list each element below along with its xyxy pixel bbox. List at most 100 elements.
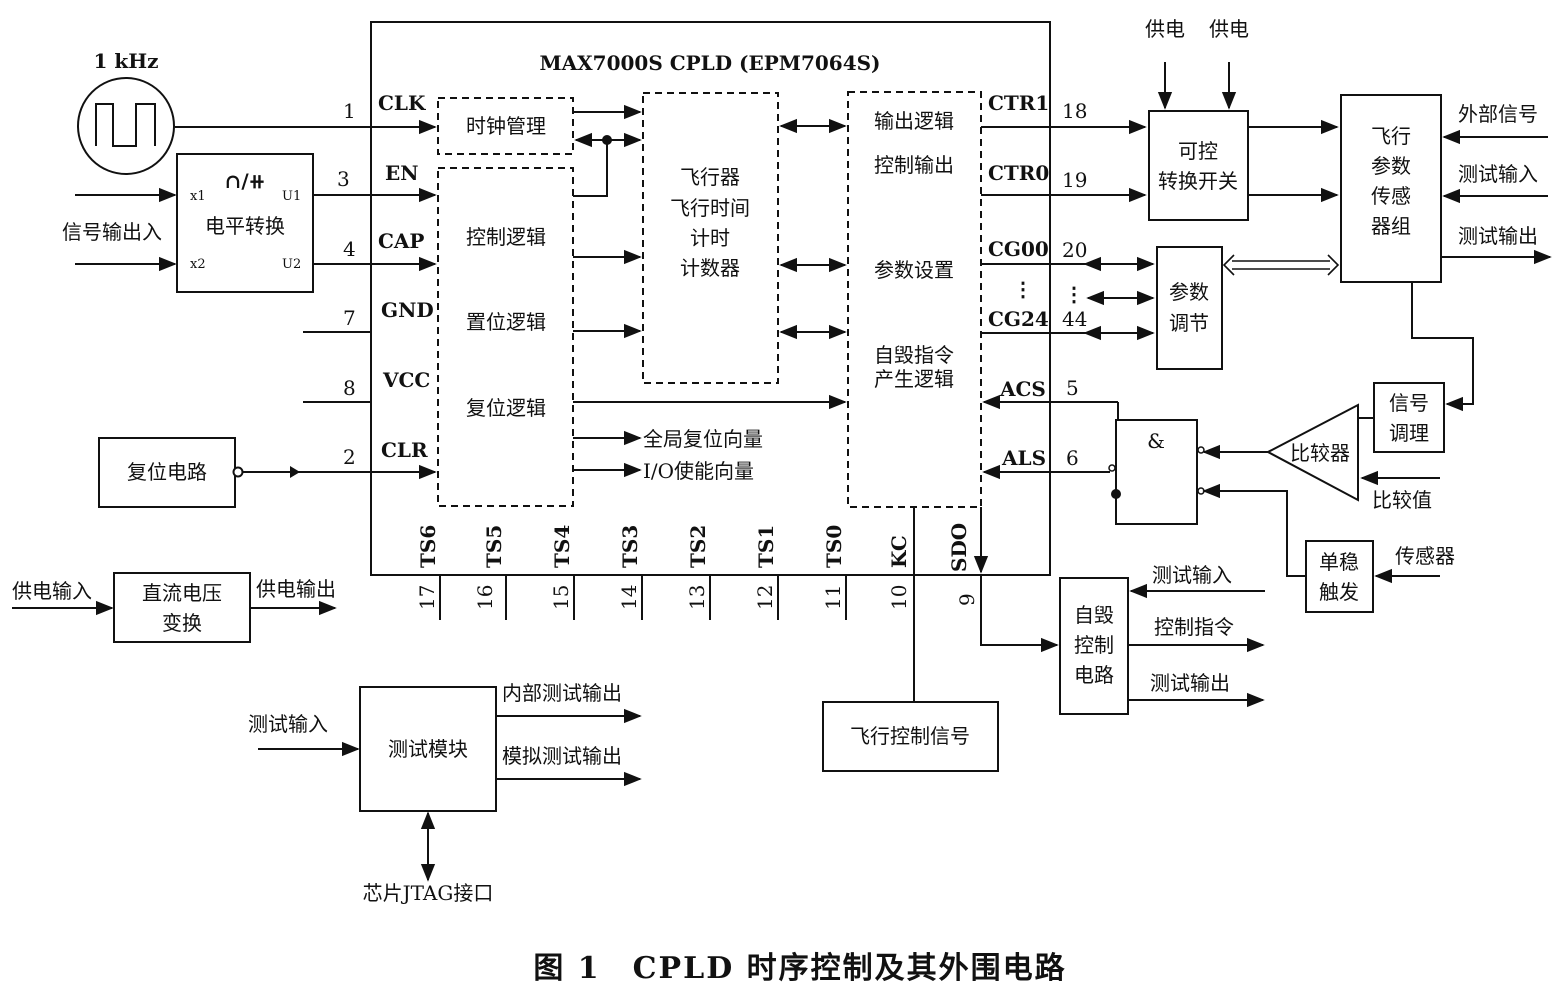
power-in-label: 供电输入 xyxy=(12,579,92,603)
compare-value-label: 比较值 xyxy=(1372,488,1432,512)
pin-num-7: 7 xyxy=(343,306,356,330)
pin-name-ts3: TS3 xyxy=(618,525,642,568)
power2-label: 供电 xyxy=(1209,17,1249,41)
pin-name-acs: ACS xyxy=(999,377,1046,401)
signal-cond-line-2: 调理 xyxy=(1389,421,1429,445)
pin-mid-dots: ⋮ xyxy=(1064,282,1084,306)
monostable-box xyxy=(1305,540,1374,613)
junction-to-ctrl xyxy=(573,140,608,197)
comparator-label: 比较器 xyxy=(1290,441,1350,465)
level-conv-symbol: ∩/⧺ xyxy=(225,169,266,193)
pin-num-13: 13 xyxy=(685,585,709,610)
pin-num-6: 6 xyxy=(1066,446,1079,470)
sdo-to-destruct xyxy=(980,575,1059,653)
pin-name-cap: CAP xyxy=(378,229,424,253)
cpld-chip-outline xyxy=(370,21,1051,576)
signal-cond-line-1: 信号 xyxy=(1389,391,1429,415)
and-gate-symbol: & xyxy=(1147,429,1165,453)
out-logic-label: 输出逻辑 xyxy=(874,109,954,133)
dc-conv-line-2: 变换 xyxy=(162,611,202,635)
pin-name-ts1: TS1 xyxy=(754,525,778,568)
pin-name-ts2: TS2 xyxy=(686,525,710,568)
osc-label: 1 kHz xyxy=(94,49,159,73)
monostable-line-1: 单稳 xyxy=(1319,550,1359,574)
level-conv-box xyxy=(176,153,314,293)
clock-mgmt-block xyxy=(437,97,574,155)
pin-name-ctr0: CTR0 xyxy=(988,161,1049,185)
pin-name-ts5: TS5 xyxy=(482,525,506,568)
destruct-ctrl-line-1: 自毁 xyxy=(1074,603,1114,627)
pin-num-10: 10 xyxy=(887,585,911,610)
global-reset-label: 全局复位向量 xyxy=(643,427,763,451)
pin-name-cg24: CG24 xyxy=(988,307,1049,331)
destruct-logic-line-2: 产生逻辑 xyxy=(874,367,954,391)
flight-counter-block xyxy=(642,92,779,384)
pin-num-2: 2 xyxy=(343,445,356,469)
bottom-pins xyxy=(439,507,1059,702)
param-adjust-line-1: 参数 xyxy=(1169,280,1209,304)
param-set-label: 参数设置 xyxy=(874,258,954,282)
flight-ctrl-label: 飞行控制信号 xyxy=(850,724,970,748)
pin-name-kc: KC xyxy=(887,535,911,568)
destruct-test-out-label: 测试输出 xyxy=(1150,671,1230,695)
pin-num-15: 15 xyxy=(549,585,573,610)
pin-num-18: 18 xyxy=(1062,99,1087,123)
pin-num-4: 4 xyxy=(343,237,356,261)
pin-name-ts4: TS4 xyxy=(550,525,574,568)
io-enable-label: I/O使能向量 xyxy=(643,459,754,483)
pin-name-sdo: SDO xyxy=(947,523,971,572)
pin-name-ctr1: CTR1 xyxy=(988,91,1049,115)
mono-to-and-line xyxy=(1202,483,1306,577)
switch-line-2: 转换开关 xyxy=(1158,169,1238,193)
destruct-ctrl-line-2: 控制 xyxy=(1074,633,1114,657)
pin-name-clr: CLR xyxy=(381,438,428,462)
reset-inverter-bubble xyxy=(232,466,244,478)
pin-num-5: 5 xyxy=(1066,376,1079,400)
level-conv-label: 电平转换 xyxy=(205,214,285,238)
sensor-group-box xyxy=(1340,94,1442,283)
x2-label: x2 xyxy=(190,257,206,272)
pin-num-3: 3 xyxy=(337,167,350,191)
and-gate-box xyxy=(1115,419,1198,525)
pin-name-ts6: TS6 xyxy=(416,525,440,568)
pin-num-17: 17 xyxy=(415,585,439,610)
pin-num-12: 12 xyxy=(753,585,777,610)
destruct-logic-line-1: 自毁指令 xyxy=(874,343,954,367)
pin-num-14: 14 xyxy=(617,585,641,610)
sensor-line-3: 传感 xyxy=(1371,184,1411,208)
power-out-label: 供电输出 xyxy=(256,577,336,601)
sensor-line-1: 飞行 xyxy=(1371,124,1411,148)
pin-name-ts0: TS0 xyxy=(822,525,846,568)
counter-line-1: 飞行器 xyxy=(680,165,740,189)
analog-test-out-label: 模拟测试输出 xyxy=(502,744,622,768)
signal-io-label: 信号输出入 xyxy=(62,220,162,244)
bus-head-right xyxy=(1327,254,1340,276)
pin-name-clk: CLK xyxy=(378,91,426,115)
jtag-label: 芯片JTAG接口 xyxy=(363,881,494,905)
clock-mgmt-label: 时钟管理 xyxy=(466,114,546,138)
power1-label: 供电 xyxy=(1145,17,1185,41)
chip-title: MAX7000S CPLD (EPM7064S) xyxy=(539,51,880,75)
monostable-line-2: 触发 xyxy=(1319,580,1359,604)
pin-num-9: 9 xyxy=(955,593,979,606)
test-module-label: 测试模块 xyxy=(388,737,468,761)
u1-label: U1 xyxy=(282,189,301,204)
comparator-triangle xyxy=(1265,403,1359,502)
x1-label: x1 xyxy=(190,189,206,204)
pin-num-19: 19 xyxy=(1062,168,1087,192)
oscillator-circle xyxy=(77,77,175,175)
ctrl-out-label: 控制输出 xyxy=(874,153,954,177)
sensor-to-cond-line xyxy=(1411,282,1474,412)
flight-ctrl-box xyxy=(822,701,999,772)
switch-box xyxy=(1148,110,1249,221)
test-in-label: 测试输入 xyxy=(248,712,328,736)
pin-num-16: 16 xyxy=(473,585,497,610)
u2-label: U2 xyxy=(282,257,301,272)
sensor-line-4: 器组 xyxy=(1371,214,1411,238)
pin-name-en: EN xyxy=(385,161,419,185)
control-logic-block xyxy=(437,167,574,507)
switch-line-1: 可控 xyxy=(1178,139,1218,163)
pin-num-44: 44 xyxy=(1062,307,1087,331)
param-adjust-line-2: 调节 xyxy=(1169,311,1209,335)
and-in-bubble-1 xyxy=(1197,446,1205,454)
